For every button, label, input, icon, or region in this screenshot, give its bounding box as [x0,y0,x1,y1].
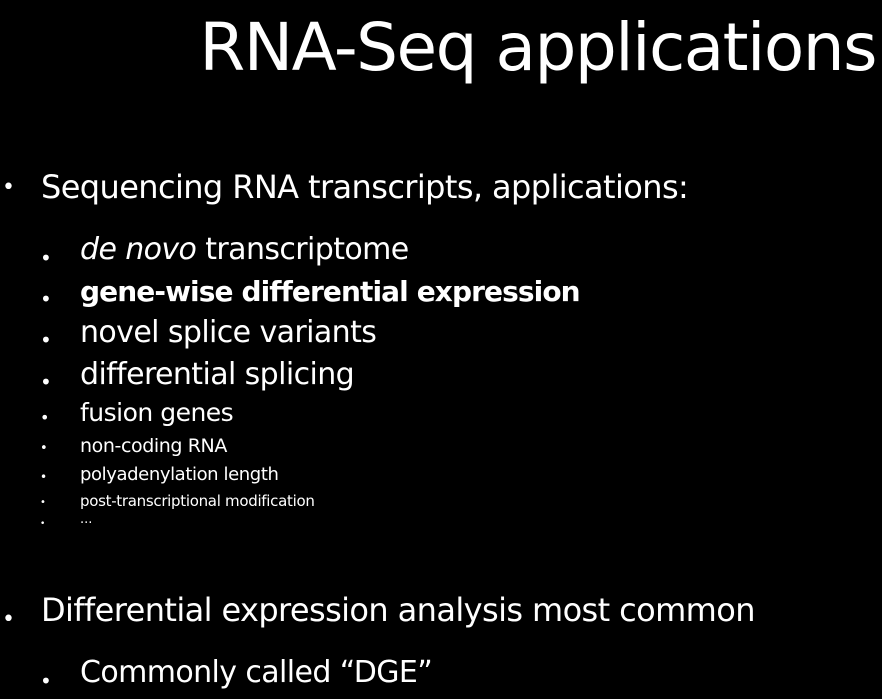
list-item-text: transcriptome [196,232,409,267]
bullet-icon: • [40,669,52,693]
slide-title: RNA-Seq applications [199,9,877,86]
section-heading-differential-expression: Differential expression analysis most co… [41,591,756,629]
bullet-icon: • [2,175,15,200]
list-item-post-transcriptional-modification: post-transcriptional modification [80,492,315,510]
list-item-differential-splicing: differential splicing [80,357,355,392]
bullet-icon: • [40,408,50,427]
bullet-icon: • [40,287,52,311]
list-item-de-novo-transcriptome: de novo transcriptome [80,232,409,267]
bullet-icon: • [40,441,48,456]
italic-term: de novo [80,232,197,267]
bullet-icon: • [40,497,46,508]
list-item-polyadenylation-length: polyadenylation length [80,464,279,485]
bullet-icon: • [40,328,52,352]
section-heading-sequencing: Sequencing RNA transcripts, applications… [41,168,689,206]
bullet-icon: • [40,246,52,270]
list-item-fusion-genes: fusion genes [80,398,234,427]
bullet-icon: • [40,519,46,529]
list-item-commonly-called-dge: Commonly called “DGE” [80,655,433,690]
list-item-ellipsis: ... [80,512,93,527]
list-item-gene-wise-differential-expression: gene-wise differential expression [80,275,581,308]
bullet-icon: • [2,607,15,632]
bullet-icon: • [40,470,48,484]
list-item-novel-splice-variants: novel splice variants [80,315,377,350]
list-item-non-coding-rna: non-coding RNA [80,435,227,457]
bullet-icon: • [40,370,52,394]
